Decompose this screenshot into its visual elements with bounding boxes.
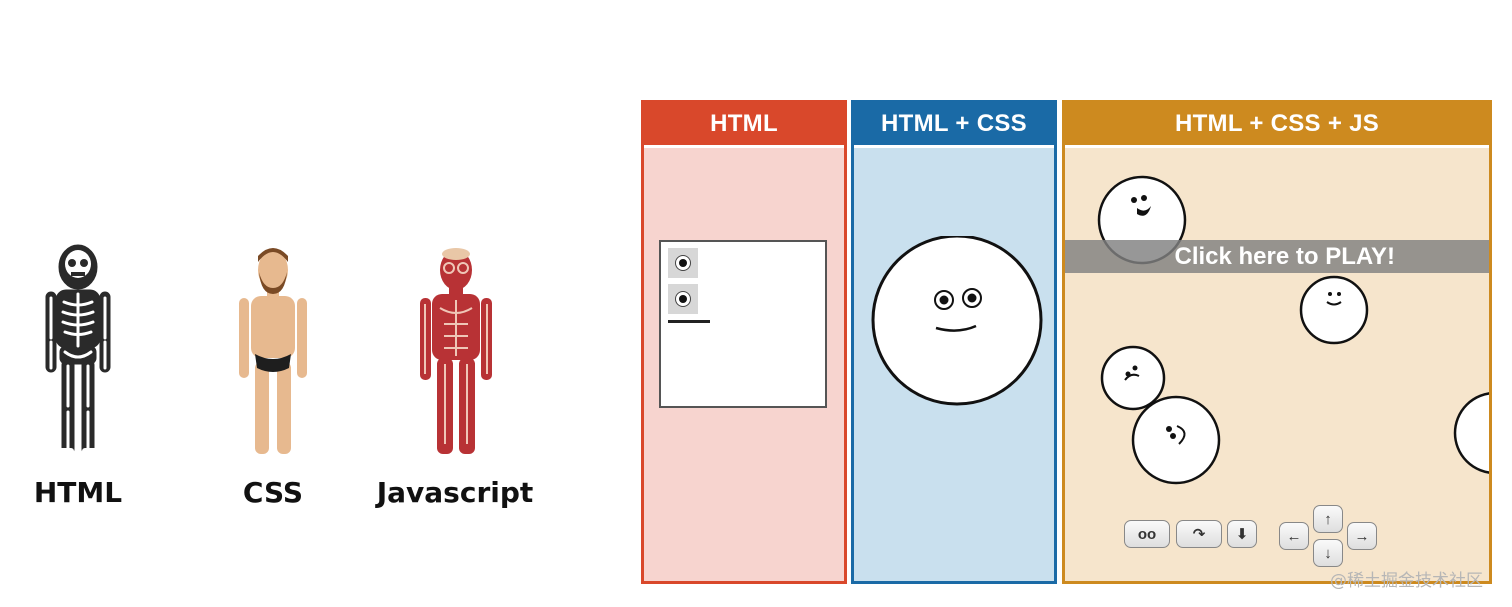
radio-button[interactable] [668, 284, 698, 314]
eyes-button[interactable]: oo [1124, 520, 1170, 548]
arrow-down-button[interactable]: ↓ [1313, 539, 1343, 567]
person-icon [239, 248, 307, 454]
arrow-left-button[interactable]: ← [1279, 522, 1309, 550]
mouth-button[interactable]: ↷ [1176, 520, 1222, 548]
panel-body [854, 148, 1054, 581]
skeleton-icon [45, 244, 111, 456]
play-button[interactable]: Click here to PLAY! [1065, 240, 1489, 273]
muscle-figure-icon [420, 248, 492, 454]
panel-title: HTML + CSS [854, 103, 1054, 145]
panel-title: HTML [644, 103, 844, 145]
arrow-right-button[interactable]: → [1347, 522, 1377, 550]
game-area[interactable]: Click here to PLAY! oo ↷ ⬇ ← ↑ ↓ → [1065, 148, 1489, 581]
watermark: @稀土掘金技术社区 [1330, 571, 1483, 591]
panel-html: HTML [641, 100, 847, 584]
radio-button[interactable] [668, 248, 698, 278]
label-html: HTML [33, 476, 123, 509]
panel-html-css-js: HTML + CSS + JS Click he [1062, 100, 1492, 584]
panel-body [644, 148, 844, 581]
divider-line [668, 320, 710, 323]
label-javascript: Javascript [376, 476, 534, 509]
unstyled-form [659, 240, 827, 408]
label-css: CSS [242, 476, 304, 509]
blob-face-icon [1097, 175, 1489, 485]
arrow-up-button[interactable]: ↑ [1313, 505, 1343, 533]
down-action-button[interactable]: ⬇ [1227, 520, 1257, 548]
panel-title: HTML + CSS + JS [1065, 103, 1489, 145]
panel-html-css: HTML + CSS [851, 100, 1057, 584]
blob-face-icon [871, 236, 1043, 406]
